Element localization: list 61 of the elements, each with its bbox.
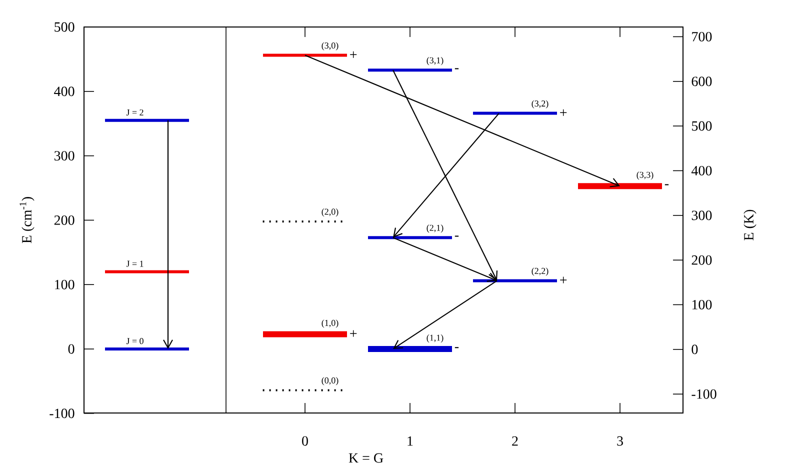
- tick-label: 300: [54, 151, 74, 161]
- energy-level: (2,1) -: [368, 224, 459, 240]
- parity-sign: +: [560, 276, 567, 284]
- tick-label: 400: [691, 166, 712, 176]
- tick-label: 0: [692, 344, 698, 354]
- parity-sign: -: [454, 68, 459, 70]
- transition-arrow: [392, 70, 498, 281]
- parity-sign: -: [454, 347, 459, 348]
- energy-level: (2,2) +: [473, 268, 567, 284]
- axis-title: K = G: [348, 453, 384, 463]
- axis-title: E (K): [744, 210, 756, 240]
- node-label: (3,1): [426, 57, 444, 66]
- tick-label: 700: [692, 32, 712, 42]
- tick-label: 100: [692, 300, 712, 310]
- transition-arrow: [393, 280, 498, 349]
- tick-label: 0: [68, 344, 74, 354]
- tick-label: 100: [55, 280, 74, 290]
- axis-title: E (cm$^{-1}$): [20, 197, 34, 244]
- tick-label: 400: [54, 86, 74, 96]
- transition-arrow: [393, 112, 500, 238]
- tick-label: 300: [692, 210, 712, 220]
- node-label: (3,3): [636, 172, 654, 180]
- parity-sign: +: [560, 109, 567, 116]
- energy-level: J = 2: [105, 109, 189, 122]
- node-label: J = 2: [126, 109, 144, 116]
- energy-level: (3,2) +: [473, 100, 567, 116]
- energy-level: (3,3) -: [578, 172, 669, 190]
- tick-label: 1: [408, 436, 413, 446]
- node-label: (1,1): [426, 334, 444, 343]
- node-label: J = 0: [126, 338, 144, 344]
- energy-level: (3,0) +: [263, 42, 357, 58]
- energy-level: J = 1: [105, 260, 189, 274]
- node-label: (3,0): [322, 42, 338, 50]
- node-label: (2,1): [426, 224, 444, 233]
- tick-label: 0: [302, 436, 308, 446]
- node-label: (2,2): [532, 268, 548, 276]
- transition-arrow: [163, 120, 173, 349]
- tick-label: 2: [512, 436, 518, 446]
- node-label: (3,2): [532, 100, 548, 108]
- tick-label: 500: [692, 121, 712, 131]
- node-label: J = 1: [126, 260, 144, 267]
- transition-arrow: [392, 237, 497, 282]
- energy-level: J = 0: [105, 338, 189, 350]
- tick-label: -100: [692, 389, 716, 399]
- transition-arrow: [304, 54, 620, 188]
- node-label: (1,0): [322, 320, 338, 328]
- tick-label: 3: [617, 436, 623, 446]
- tick-label: -100: [50, 408, 74, 418]
- tick-label: 600: [692, 76, 712, 86]
- energy-level: (1,1) -: [368, 334, 459, 352]
- tick-label: 500: [54, 22, 74, 32]
- parity-sign: +: [350, 51, 357, 58]
- energy-level: (2,0): [262, 208, 348, 222]
- parity-sign: +: [350, 330, 357, 337]
- parity-sign: -: [454, 236, 459, 237]
- tick-label: 200: [54, 215, 74, 225]
- energy-level: (3,1) -: [368, 57, 459, 72]
- parity-sign: -: [664, 184, 669, 186]
- energy-level: (1,0) +: [263, 320, 357, 338]
- tick-label: 200: [692, 255, 712, 265]
- energy-level: (0,0): [262, 377, 348, 392]
